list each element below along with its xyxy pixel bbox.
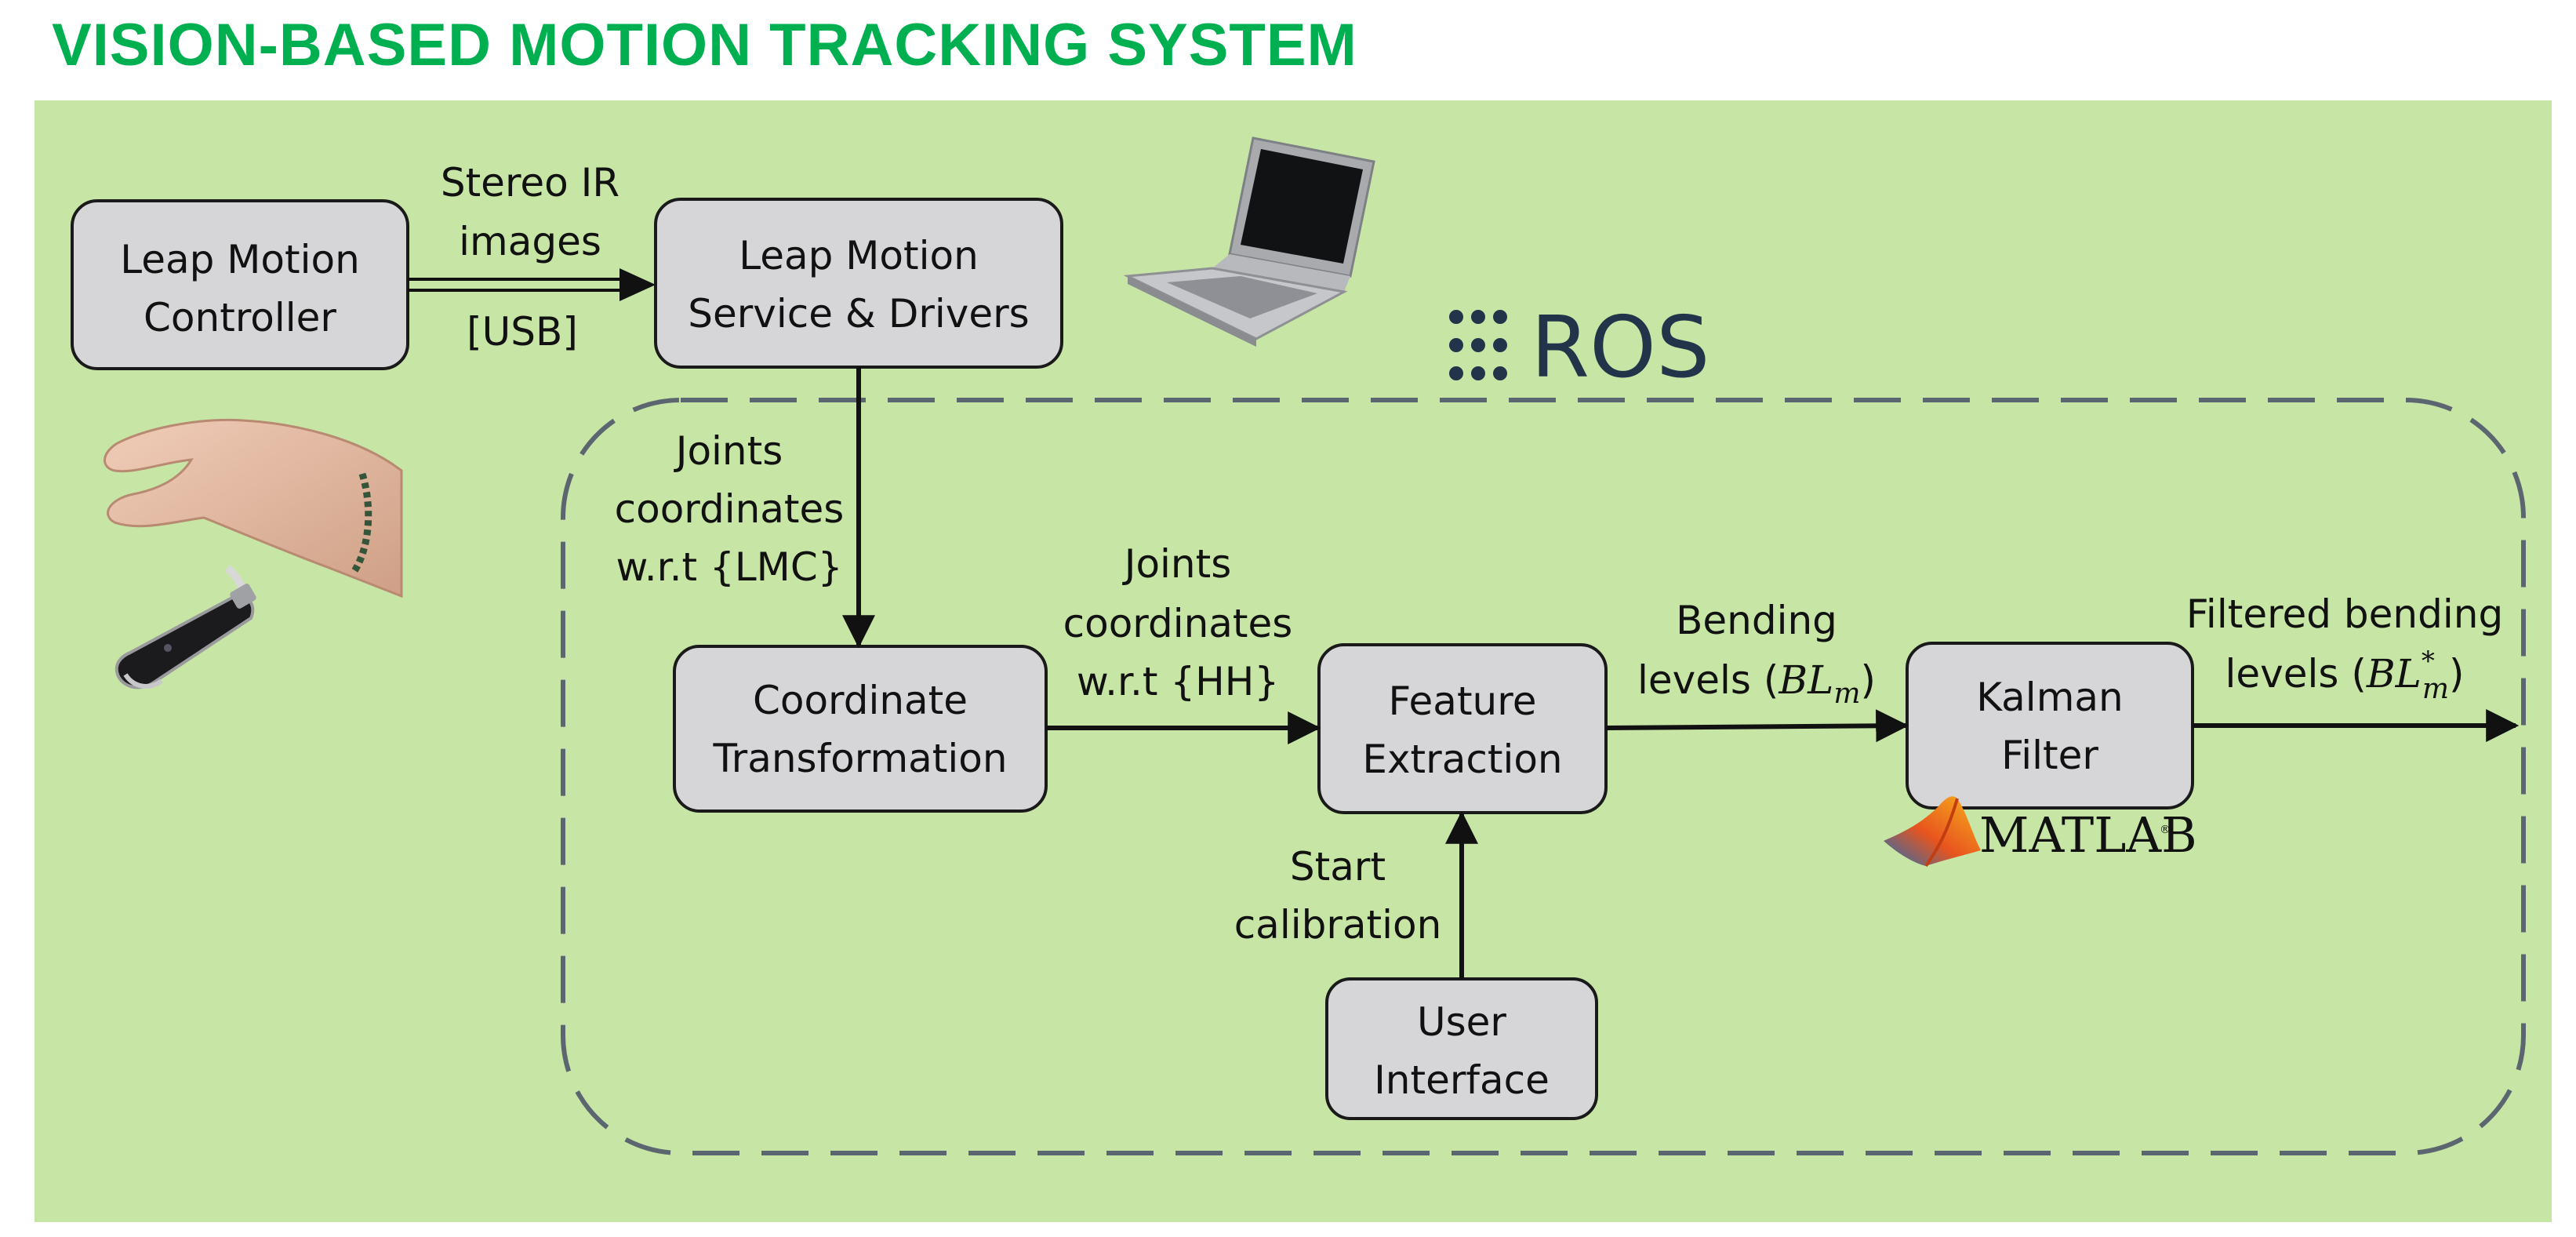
label-bending-line1: Bending (1676, 598, 1837, 643)
label-calibration-line1: Start (1290, 844, 1386, 890)
box-feature-extraction: Feature Extraction (1317, 643, 1608, 814)
label-filtered-line1: Filtered bending (2186, 591, 2503, 637)
page-title: VISION-BASED MOTION TRACKING SYSTEM (52, 12, 1357, 78)
box-coordinate-transformation: Coordinate Transformation (673, 645, 1048, 813)
box-leap-motion-controller: Leap Motion Controller (71, 199, 409, 370)
label-stereo-line1: Stereo IR (441, 160, 619, 206)
box-kalman-line2: Filter (2001, 733, 2098, 778)
label-joints-lmc-line1: Joints (674, 428, 783, 474)
label-usb: [USB] (467, 309, 578, 355)
matlab-logo-text: MATLAB (1979, 806, 2197, 864)
ros-boundary (561, 398, 2526, 1155)
usb-double-arrow (408, 268, 656, 301)
label-stereo-line2: images (459, 219, 601, 264)
box-coord-line2: Transformation (712, 736, 1007, 781)
box-kalman-line1: Kalman (1976, 675, 2123, 720)
label-filtered-line2: levels (BL*m) (2225, 646, 2465, 705)
label-joints-lmc-line3: w.r.t {LMC} (616, 544, 842, 590)
ros-logo-icon: ROS (1449, 299, 1710, 397)
arrow-feature-to-kalman (1605, 709, 1909, 743)
label-joints-lmc-line2: coordinates (615, 486, 845, 532)
box-service-line2: Service & Drivers (688, 291, 1029, 337)
label-joints-hh-line3: w.r.t {HH} (1077, 659, 1279, 704)
label-calibration-line2: calibration (1234, 902, 1442, 948)
box-coord-line1: Coordinate (753, 678, 968, 723)
box-lmc-line1: Leap Motion (120, 237, 360, 282)
box-feature-line2: Extraction (1362, 737, 1562, 782)
laptop-icon (1123, 136, 1375, 347)
label-joints-hh-line1: Joints (1122, 541, 1232, 587)
matlab-logo-icon: MATLAB ® (1884, 796, 2197, 868)
box-service-line1: Leap Motion (739, 233, 979, 278)
ros-logo-text: ROS (1531, 299, 1710, 397)
matlab-registered-mark: ® (2160, 824, 2171, 836)
box-feature-line1: Feature (1389, 679, 1537, 724)
box-lmc-line2: Controller (144, 295, 336, 340)
box-leap-motion-service: Leap Motion Service & Drivers (654, 198, 1063, 369)
box-kalman-filter: Kalman Filter (1906, 642, 2194, 810)
label-bending-line2: levels (BLm) (1637, 657, 1876, 710)
box-user-interface: User Interface (1325, 977, 1598, 1120)
box-ui-line2: Interface (1374, 1057, 1550, 1103)
label-joints-hh-line2: coordinates (1063, 601, 1293, 646)
hand-with-leap-device-icon (104, 418, 403, 689)
box-ui-line1: User (1417, 999, 1506, 1045)
